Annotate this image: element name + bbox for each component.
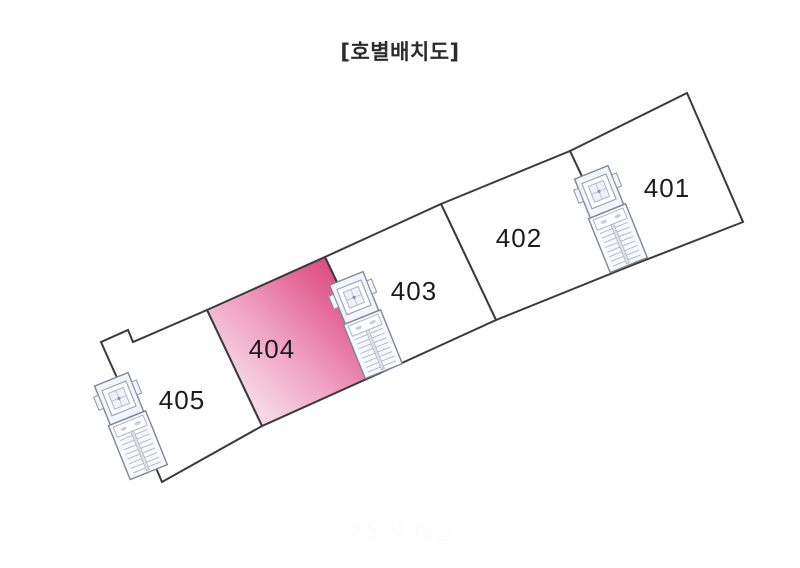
unit-label-402: 402 xyxy=(496,223,542,253)
unit-label-405: 405 xyxy=(159,385,205,415)
unit-label-401: 401 xyxy=(644,173,690,203)
unit-shape-405[interactable] xyxy=(99,308,264,484)
unit-label-404: 404 xyxy=(249,334,295,364)
unit-label-403: 403 xyxy=(391,276,437,306)
watermark: 부동산 태인 xyxy=(344,520,456,544)
page-title: [호별배치도] xyxy=(340,40,460,64)
